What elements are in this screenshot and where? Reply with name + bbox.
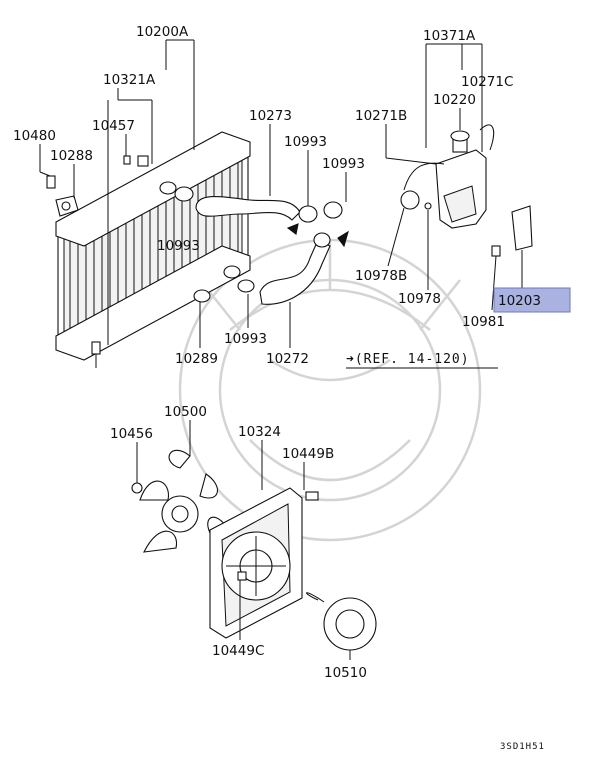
grommet-10289: [193, 289, 211, 303]
label-10271C: 10271C: [461, 74, 513, 90]
fan-blade: [131, 449, 227, 553]
label-10456: 10456: [110, 426, 153, 442]
leader-lines: [39, 39, 523, 660]
label-10993-left: 10993: [157, 238, 200, 254]
label-10993-right: 10993: [322, 156, 365, 172]
label-10324: 10324: [238, 424, 281, 440]
diagram-code: 3SD1H51: [500, 742, 545, 752]
part-labels: 10200A 10321A 10457 10480 10288 10273 10…: [13, 24, 541, 681]
label-10449B: 10449B: [282, 446, 334, 462]
label-10978: 10978: [398, 291, 441, 307]
reserve-tank: [400, 124, 495, 229]
label-10273: 10273: [249, 108, 292, 124]
label-10321A: 10321A: [103, 72, 156, 88]
label-10500: 10500: [164, 404, 207, 420]
label-10288: 10288: [50, 148, 93, 164]
lower-hose: [237, 230, 349, 305]
label-10480: 10480: [13, 128, 56, 144]
label-10271B: 10271B: [355, 108, 407, 124]
label-10993-top: 10993: [284, 134, 327, 150]
upper-hose: [174, 186, 343, 235]
watermark-emblem: [178, 238, 482, 542]
label-10993-bottom: 10993: [224, 331, 267, 347]
reservoir-bracket: [491, 205, 533, 257]
bolt-10457: [123, 155, 149, 167]
label-10978B: 10978B: [355, 268, 407, 284]
label-10203: 10203: [498, 293, 541, 309]
fan-motor: [306, 592, 377, 651]
label-10272: 10272: [266, 351, 309, 367]
radiator: [55, 131, 251, 368]
reference-note: ➜(REF. 14-120): [346, 352, 470, 367]
label-10220: 10220: [433, 92, 476, 108]
label-10449C: 10449C: [212, 643, 264, 659]
fan-shroud: [209, 487, 319, 639]
radiator-bracket: [46, 175, 79, 217]
label-10371A: 10371A: [423, 28, 476, 44]
highlight-10203: [493, 287, 571, 313]
label-10289: 10289: [175, 351, 218, 367]
label-10981: 10981: [462, 314, 505, 330]
label-10510: 10510: [324, 665, 367, 681]
label-10457: 10457: [92, 118, 135, 134]
label-10200A: 10200A: [136, 24, 189, 40]
